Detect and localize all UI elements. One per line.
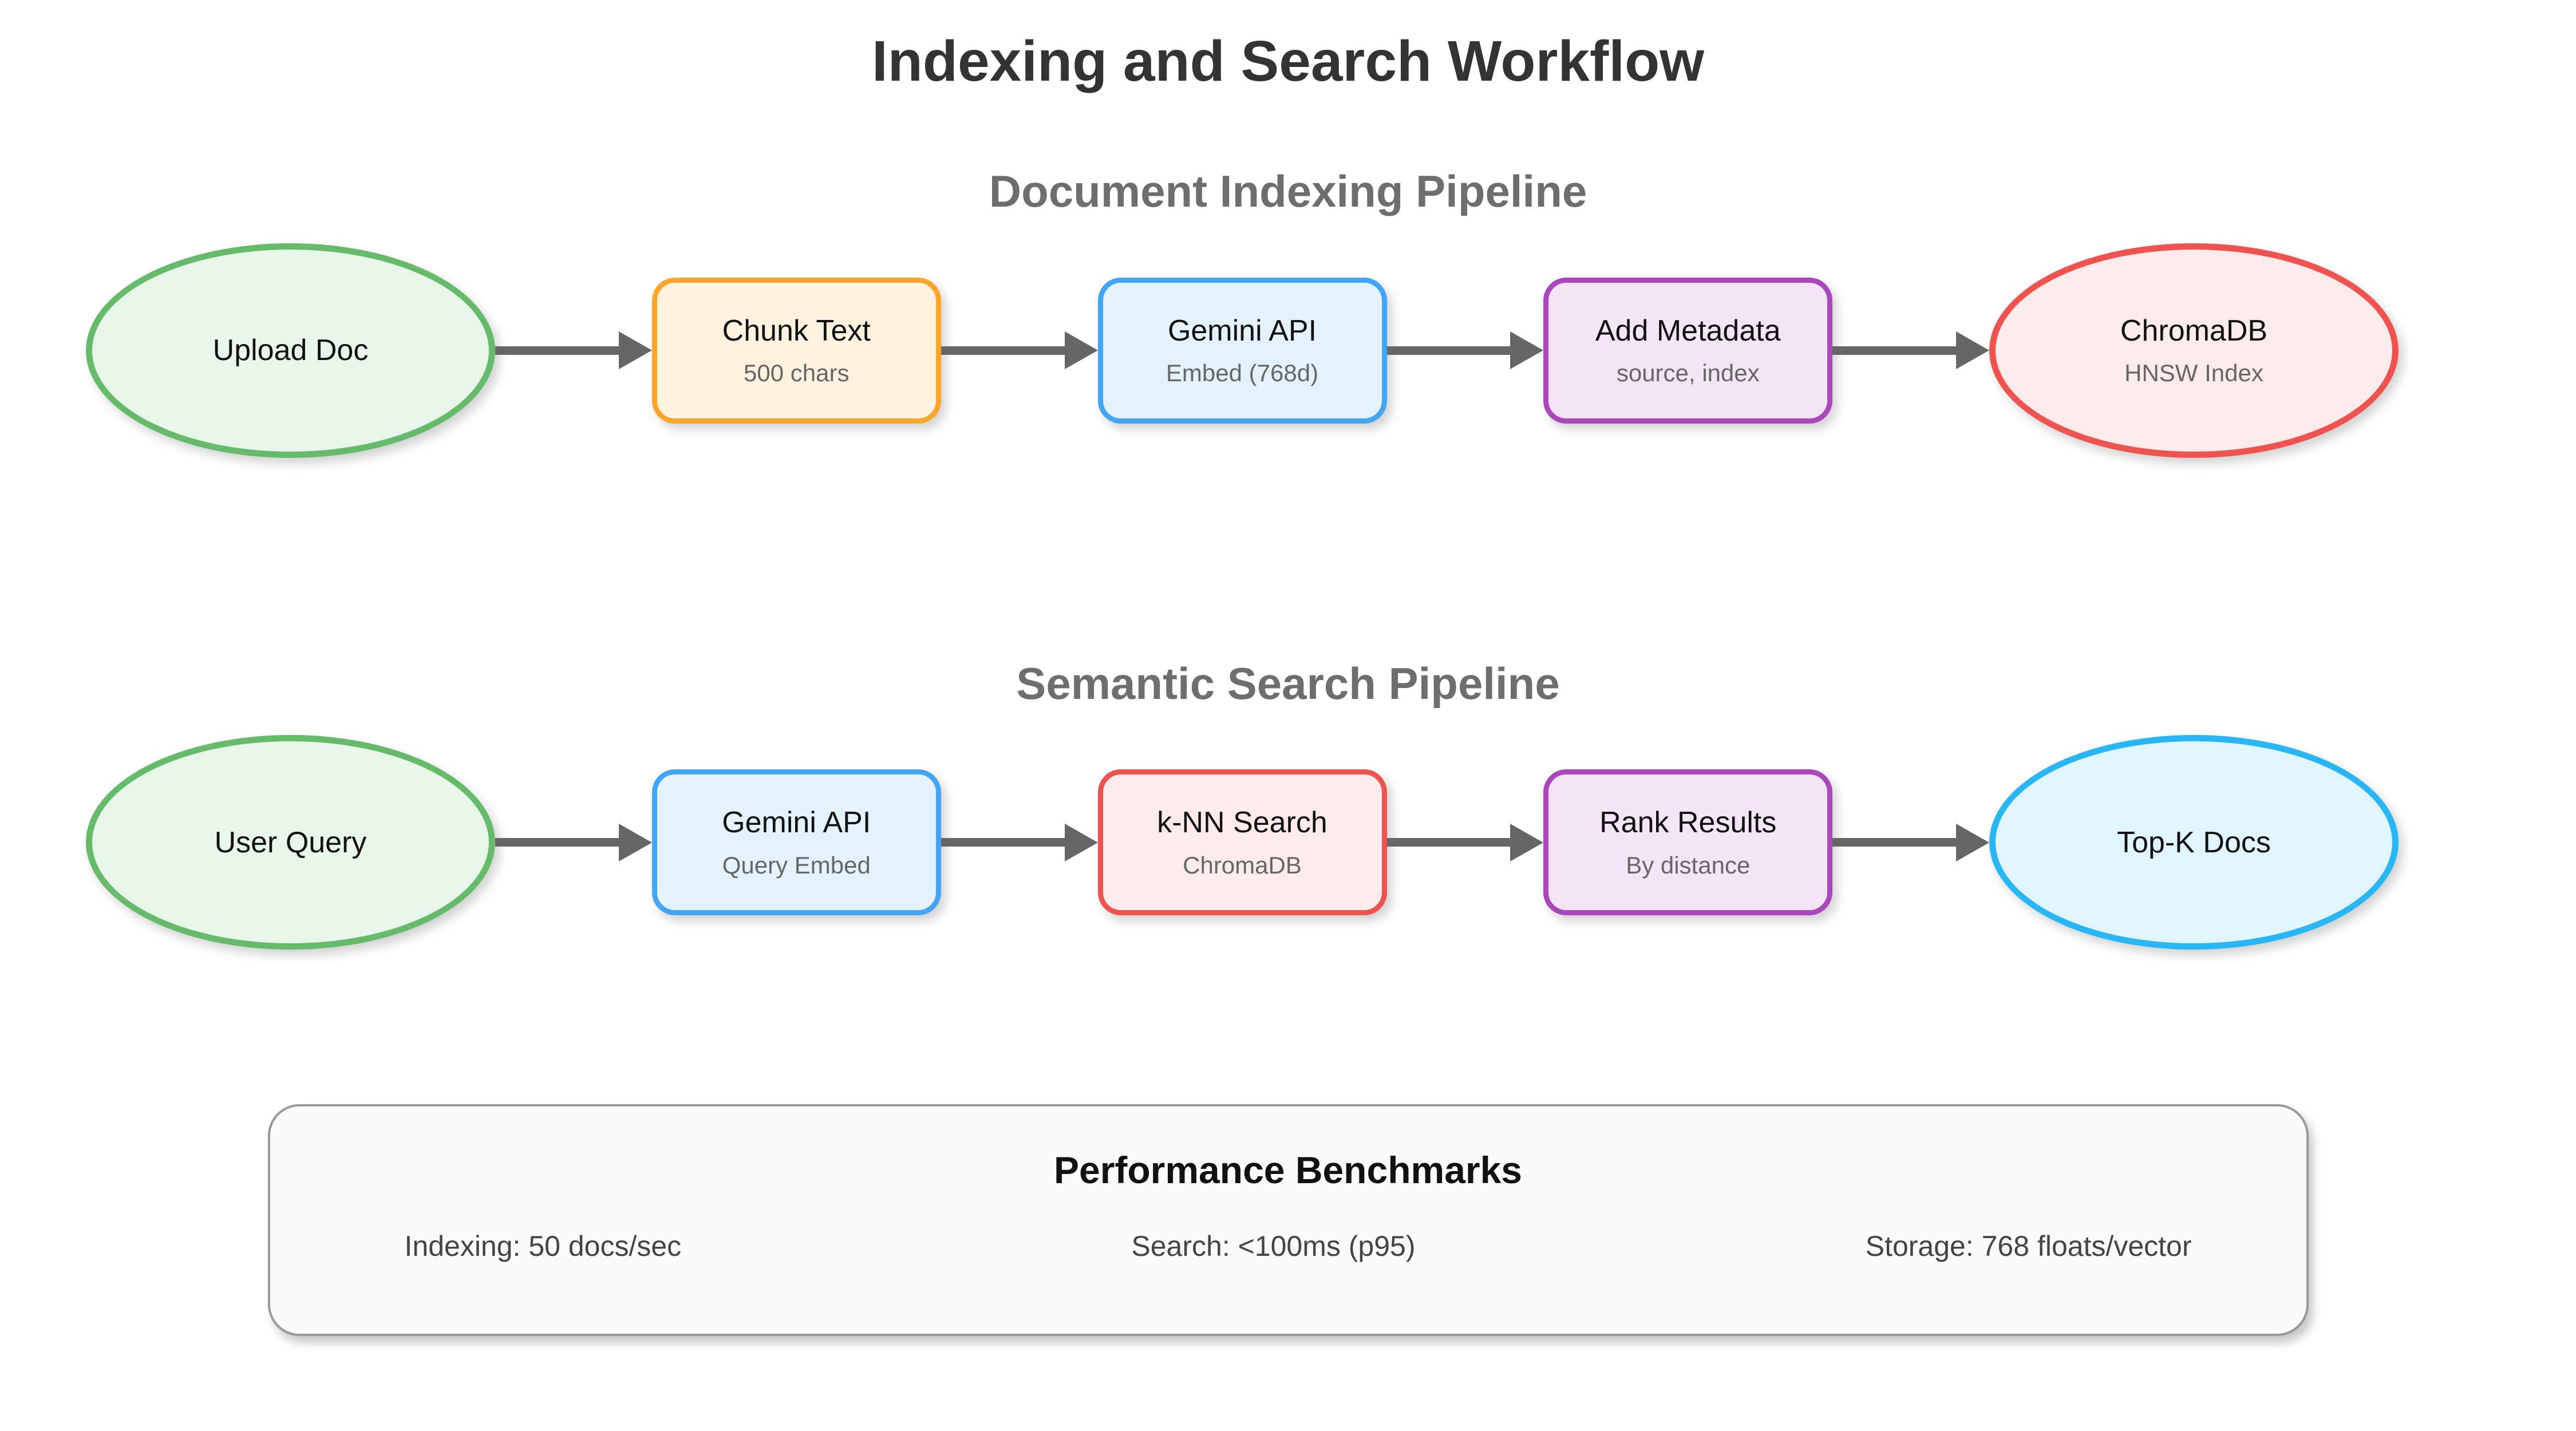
pipeline-heading-indexing: Document Indexing Pipeline <box>989 166 1587 216</box>
arrow-head-icon <box>1956 331 1989 370</box>
flow-arrow <box>941 330 1098 370</box>
arrow-shaft <box>941 838 1066 847</box>
node-label: Upload Doc <box>212 333 369 367</box>
node-user-query: User Query <box>86 735 495 950</box>
arrow-head-icon <box>1064 331 1098 370</box>
flow-arrow <box>1832 330 1989 370</box>
arrow-shaft <box>1386 346 1512 355</box>
node-sublabel: Query Embed <box>722 851 871 879</box>
search-pipeline-row: User Query Gemini API Query Embed k-NN S… <box>0 735 2576 950</box>
node-label: k-NN Search <box>1157 806 1327 840</box>
node-label: Top-K Docs <box>2117 825 2271 859</box>
page-title: Indexing and Search Workflow <box>872 29 1704 93</box>
node-sublabel: Embed (768d) <box>1165 359 1319 387</box>
node-chromadb: ChromaDB HNSW Index <box>1989 243 2399 458</box>
arrow-head-icon <box>1064 823 1098 861</box>
arrow-shaft <box>495 838 620 847</box>
node-rank-results: Rank Results By distance <box>1543 769 1833 916</box>
flow-arrow <box>1386 330 1544 370</box>
node-label: Chunk Text <box>722 314 871 347</box>
node-upload-doc: Upload Doc <box>86 243 495 458</box>
flow-arrow <box>1832 823 1989 863</box>
indexing-pipeline-row: Upload Doc Chunk Text 500 chars Gemini A… <box>0 243 2576 458</box>
node-top-k-docs: Top-K Docs <box>1989 735 2399 950</box>
arrow-head-icon <box>1510 331 1544 370</box>
node-label: Gemini API <box>1167 314 1317 347</box>
node-sublabel: ChromaDB <box>1183 851 1302 879</box>
flow-arrow <box>941 823 1098 863</box>
node-knn-search: k-NN Search ChromaDB <box>1097 769 1387 916</box>
benchmarks-title: Performance Benchmarks <box>1053 1149 1523 1192</box>
benchmarks-stats-row: Indexing: 50 docs/sec Search: <100ms (p9… <box>270 1229 2306 1263</box>
arrow-shaft <box>495 346 620 355</box>
arrow-head-icon <box>618 331 652 370</box>
node-add-metadata: Add Metadata source, index <box>1543 277 1833 424</box>
arrow-head-icon <box>618 823 652 861</box>
flow-arrow <box>495 330 652 370</box>
pipeline-heading-search: Semantic Search Pipeline <box>1016 658 1560 709</box>
arrow-shaft <box>1386 838 1512 847</box>
node-sublabel: 500 chars <box>744 359 850 387</box>
node-label: Gemini API <box>722 806 871 840</box>
benchmarks-panel: Performance Benchmarks Indexing: 50 docs… <box>267 1104 2309 1337</box>
benchmark-stat-storage: Storage: 768 floats/vector <box>1865 1230 2192 1262</box>
flow-arrow <box>1386 823 1544 863</box>
arrow-head-icon <box>1510 823 1544 861</box>
node-sublabel: By distance <box>1626 851 1751 879</box>
node-label: Rank Results <box>1599 806 1777 840</box>
benchmark-stat-indexing: Indexing: 50 docs/sec <box>404 1230 682 1262</box>
arrow-shaft <box>1832 838 1957 847</box>
node-gemini-api-embed: Gemini API Embed (768d) <box>1097 277 1387 424</box>
node-gemini-api-query: Gemini API Query Embed <box>651 769 941 916</box>
flow-arrow <box>495 823 652 863</box>
benchmark-stat-search: Search: <100ms (p95) <box>1131 1230 1416 1262</box>
node-sublabel: source, index <box>1616 359 1760 387</box>
node-label: Add Metadata <box>1595 314 1781 347</box>
arrow-shaft <box>941 346 1066 355</box>
node-chunk-text: Chunk Text 500 chars <box>651 277 941 424</box>
node-label: ChromaDB <box>2120 314 2268 347</box>
arrow-shaft <box>1832 346 1957 355</box>
node-sublabel: HNSW Index <box>2124 359 2263 387</box>
node-label: User Query <box>214 825 367 859</box>
arrow-head-icon <box>1956 823 1989 861</box>
